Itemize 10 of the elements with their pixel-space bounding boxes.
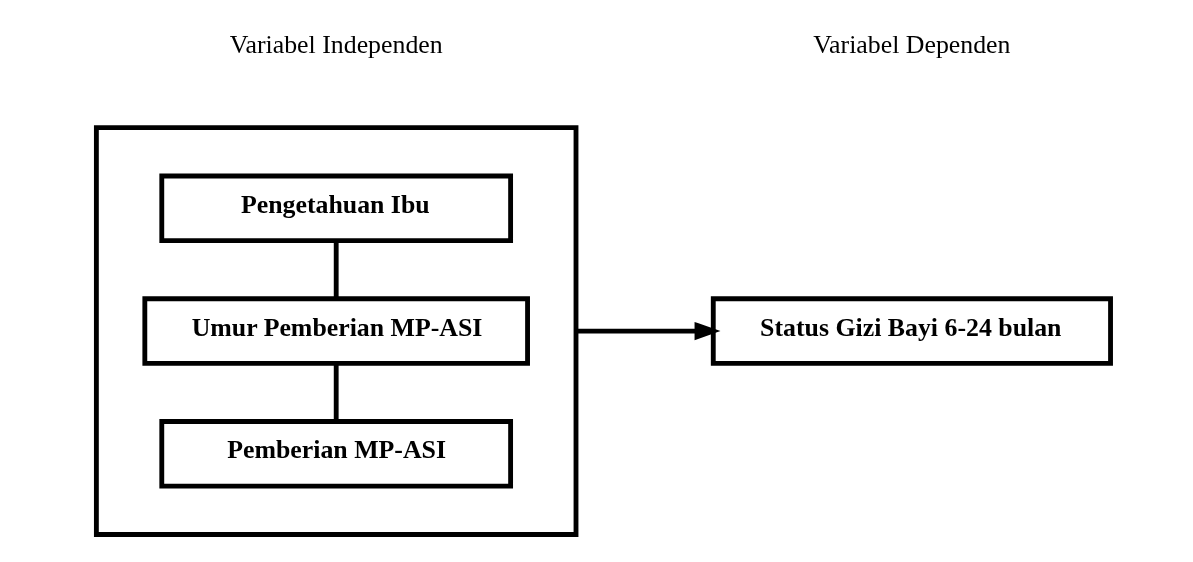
connector [333,240,339,299]
node-box: Pengetahuan Ibu [158,173,513,244]
node-box: Pemberian MP-ASI [158,419,513,489]
node-box: Umur Pemberian MP-ASI [141,296,530,366]
node-box: Status Gizi Bayi 6-24 bulan [710,296,1113,366]
label: Variabel Dependen [812,29,1011,59]
cluster [93,125,578,537]
arrow [575,322,720,341]
label: Variabel Independen [229,29,443,59]
connector [333,363,339,422]
